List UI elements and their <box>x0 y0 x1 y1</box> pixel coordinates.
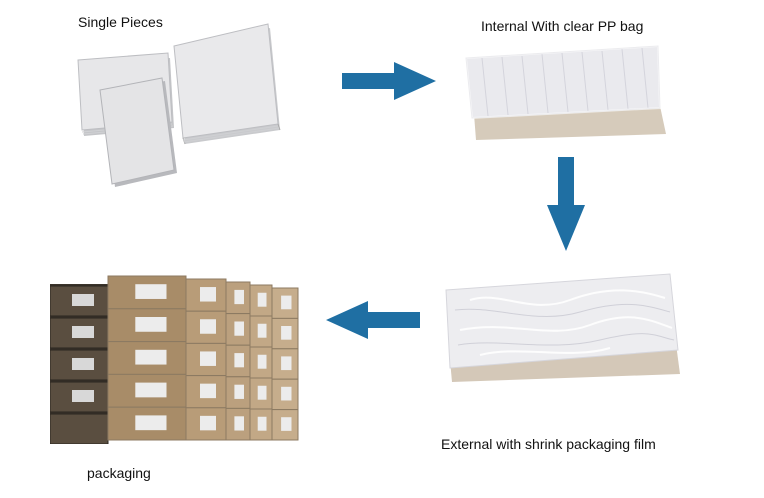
photo-packaging-cartons <box>50 272 300 444</box>
photo-single-pieces <box>70 20 285 190</box>
carton-label <box>200 287 216 302</box>
carton-label <box>135 349 167 365</box>
photo-external-shrink-film <box>440 270 685 385</box>
label-packaging: packaging <box>87 465 151 481</box>
carton-label <box>281 386 292 401</box>
arrow-down-icon <box>545 155 587 253</box>
carton-label <box>234 353 244 368</box>
carton-label <box>135 284 167 299</box>
carton-label <box>281 326 292 340</box>
carton-label <box>257 323 267 338</box>
carton-label <box>135 415 167 431</box>
carton-label <box>257 292 267 307</box>
carton-label <box>281 417 292 431</box>
card-stack-right <box>173 23 281 145</box>
arrow-right-icon <box>340 60 440 102</box>
carton-label <box>234 321 244 336</box>
carton-label <box>135 317 167 332</box>
label-internal-pp-bag: Internal With clear PP bag <box>481 18 644 34</box>
carton-box <box>271 348 299 380</box>
carton-label <box>200 319 216 334</box>
carton-label <box>234 384 244 399</box>
carton-label <box>281 295 292 310</box>
carton-label <box>234 416 244 431</box>
carton-label <box>257 416 267 431</box>
carton-label <box>234 289 244 305</box>
carton-label <box>281 356 292 371</box>
arrow-left-icon <box>322 299 422 341</box>
carton-label <box>257 385 267 400</box>
label-single-pieces: Single Pieces <box>78 14 163 30</box>
single-card <box>99 77 177 187</box>
carton-label <box>257 354 267 369</box>
label-external-shrink-film: External with shrink packaging film <box>441 436 656 452</box>
photo-internal-pp-bag <box>462 36 672 141</box>
carton-label <box>135 382 167 398</box>
carton-label <box>200 383 216 399</box>
carton-label <box>200 351 216 366</box>
carton-label <box>200 415 216 431</box>
